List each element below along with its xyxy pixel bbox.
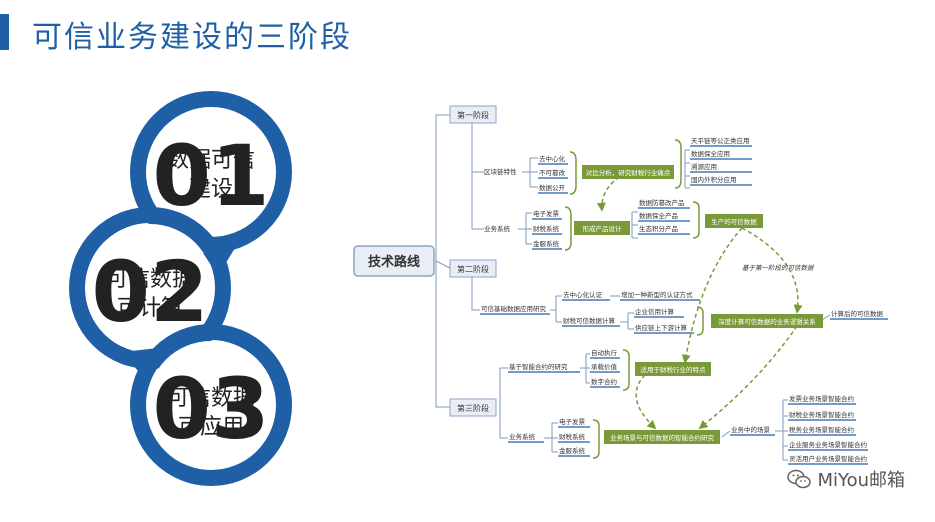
phase-1-node[interactable]: 第一阶段 — [449, 105, 497, 124]
flow-arrow-1-to-2 — [203, 243, 238, 276]
stage-ring-diagram: 01 数据可信 建设 02 可信数据 可计算 03 可信数据 可应用 — [69, 91, 292, 486]
product-item-2: 数据保全产品 — [639, 211, 678, 220]
phase3-business-item-1: 电子发票 — [559, 417, 586, 426]
page-title: 可信业务建设的三阶段 — [32, 20, 352, 55]
green-box-tax-suit-text: 适用于财税行业的特点 — [641, 365, 707, 374]
app-item-1: 天平链等公正类应用 — [691, 136, 750, 145]
wechat-icon — [787, 469, 812, 489]
trusted-compute-label: 财税可信数据计算 — [563, 316, 616, 325]
smart-item-2: 承载价值 — [591, 362, 618, 371]
based-on-phase1-note: 基于第一阶段的可信数据 — [742, 264, 815, 272]
contract-item-2: 财税业务场景智能合约 — [789, 410, 854, 419]
product-item-3: 生态积分产品 — [639, 224, 678, 233]
blockchain-trait-2: 不可篡改 — [539, 168, 566, 177]
mindmap-leaf-underlines — [480, 145, 888, 465]
phase-1-label: 第一阶段 — [457, 110, 489, 120]
stage-ring-3: 03 可信数据 可应用 — [130, 324, 292, 486]
green-box-smart-contract[interactable]: 业务场景与可信数据的智能合约研究 — [604, 430, 720, 444]
mindmap-dashed-flows — [596, 172, 803, 430]
blockchain-traits-label: 区块链特性 — [484, 167, 517, 176]
mindmap-connectors — [435, 114, 831, 461]
watermark-text: MiYou邮箱 — [817, 470, 905, 491]
phase3-business-item-2: 财税系统 — [559, 432, 586, 441]
phase-2-label: 第二阶段 — [457, 264, 489, 274]
stage-1-label-line-2: 建设 — [189, 177, 233, 202]
green-box-deep-compute-text: 深度计算可信数据的业务逻辑关系 — [718, 317, 816, 326]
stage-2-label-line-2: 可计算 — [117, 296, 183, 321]
stage-2-label-line-1: 可信数据 — [106, 267, 194, 292]
blockchain-trait-3: 数据公开 — [539, 183, 566, 192]
green-box-product-design[interactable]: 形成产品设计 — [574, 221, 630, 235]
phase1-business-item-3: 金服系统 — [533, 239, 560, 248]
phase-2-node[interactable]: 第二阶段 — [449, 259, 497, 278]
smart-contract-research-label: 基于智能合约的研究 — [509, 362, 568, 371]
product-item-1: 数据防篡改产品 — [639, 198, 685, 207]
stage-3-label-line-1: 可信数据 — [167, 386, 255, 411]
phase1-business-label: 业务系统 — [484, 224, 511, 233]
mindmap-green-brackets — [564, 139, 704, 459]
phase-3-node[interactable]: 第三阶段 — [449, 398, 497, 417]
phase1-business-item-1: 电子发票 — [533, 209, 560, 218]
green-box-smart-contract-text: 业务场景与可信数据的智能合约研究 — [610, 433, 715, 442]
green-box-trusted-data-text: 生产的可信数据 — [711, 217, 757, 226]
contract-item-3: 税务业务场景智能合约 — [789, 425, 854, 434]
compute-item-2: 供应链上下游计算 — [635, 323, 688, 332]
smart-item-1: 自动执行 — [591, 348, 618, 357]
new-auth-label: 增加一种新型的认证方式 — [621, 290, 693, 299]
green-box-deep-compute[interactable]: 深度计算可信数据的业务逻辑关系 — [711, 314, 823, 328]
tech-roadmap-mindmap: 技术路线 第一阶段 第二阶段 第三阶段 对比分析，研究财税行业痛点 形成产品设计… — [353, 105, 888, 465]
computable-data-label: 计算后的可信数据 — [831, 309, 884, 318]
green-box-pain-analysis[interactable]: 对比分析，研究财税行业痛点 — [582, 165, 674, 179]
stage-2-ghost-number: 02 — [92, 243, 209, 341]
green-box-tax-suit[interactable]: 适用于财税行业的特点 — [635, 362, 711, 376]
phase3-business-item-3: 金服系统 — [559, 446, 586, 455]
app-item-2: 数据保全应用 — [691, 149, 730, 158]
decentral-auth-label: 去中心化认证 — [563, 290, 603, 299]
watermark: MiYou邮箱 — [787, 466, 905, 492]
phase1-business-item-2: 财税系统 — [533, 224, 560, 233]
stage-1-label-line-1: 数据可信 — [167, 148, 255, 173]
app-item-3: 溯源应用 — [691, 162, 717, 171]
green-box-product-design-text: 形成产品设计 — [583, 224, 623, 233]
phase-3-label: 第三阶段 — [457, 403, 489, 413]
flow-arrow-2-to-3 — [122, 348, 158, 378]
green-box-trusted-data[interactable]: 生产的可信数据 — [705, 214, 763, 228]
app-item-4: 国内外积分应用 — [691, 175, 737, 184]
phase3-business-label: 业务系统 — [509, 432, 536, 441]
stage-3-label-line-2: 可应用 — [178, 415, 244, 440]
title-accent-bar — [0, 14, 9, 50]
blockchain-trait-1: 去中心化 — [539, 154, 566, 163]
stage-3-ghost-number: 03 — [153, 360, 270, 458]
contract-item-4: 企业服务业务场景智能合约 — [789, 440, 867, 449]
stage-1-ghost-number: 01 — [153, 127, 270, 225]
business-scenario-label: 业务中的场景 — [731, 425, 771, 434]
contract-item-1: 发票业务场景智能合约 — [789, 394, 854, 403]
smart-item-3: 数字合约 — [591, 377, 617, 386]
contract-item-5: 灵活用户业务场景智能合约 — [789, 454, 867, 463]
mindmap-root-node[interactable]: 技术路线 — [353, 245, 435, 277]
phase2-research-label: 可信基础数据应用研究 — [481, 304, 547, 313]
compute-item-1: 企业信用计算 — [635, 307, 675, 316]
green-box-pain-analysis-text: 对比分析，研究财税行业痛点 — [586, 168, 671, 177]
mindmap-root-label: 技术路线 — [368, 254, 420, 270]
